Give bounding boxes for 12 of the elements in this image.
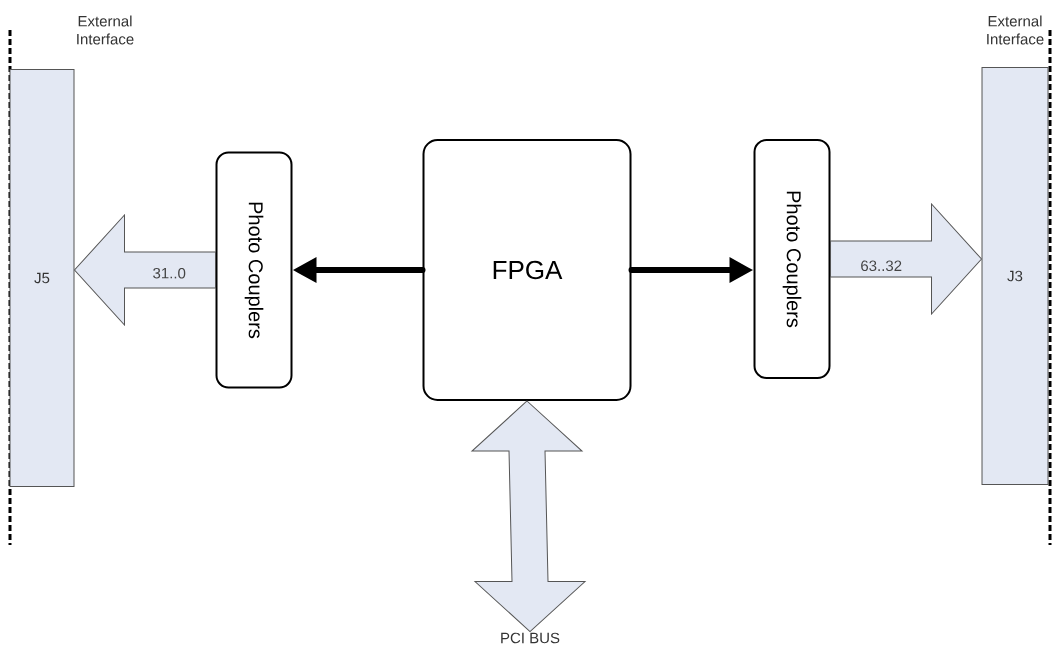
bus-label: PCI BUS [501, 632, 560, 644]
connector-block: J5 [9, 69, 75, 487]
block-arrow [74, 214, 216, 326]
process-box: FPGA [422, 139, 632, 401]
process-box: Photo Couplers [215, 151, 293, 389]
edge-label: 63..32 [859, 259, 904, 273]
connector-block: J3 [981, 67, 1049, 485]
interface-label: External Interface [987, 15, 1044, 45]
process-box: Photo Couplers [753, 139, 831, 379]
block-arrow [830, 203, 982, 315]
block-arrow [471, 400, 586, 632]
interface-label: External Interface [77, 15, 134, 45]
